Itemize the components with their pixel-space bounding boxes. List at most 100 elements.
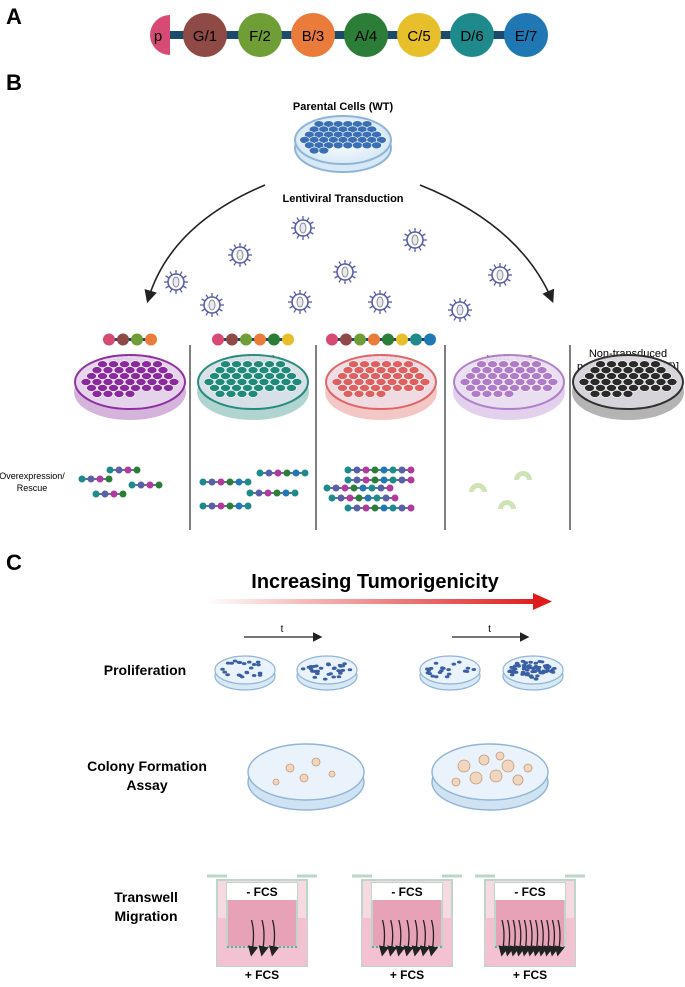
virus-particles [164,216,512,322]
migration-arrow [498,919,509,957]
time-label: t [488,624,491,635]
virus-icon [164,270,188,294]
cell-cluster [578,360,678,398]
migration-arrow [520,919,532,957]
colony [469,771,483,785]
virus-icon [488,263,512,287]
svg-text:D/6: D/6 [460,28,483,45]
tumorigenicity-gradient-arrow [205,599,540,604]
transwell-insert: - FCS+ FCS [352,874,462,982]
protein-chain [78,475,113,483]
migration-arrow [411,919,422,957]
protein-chain [106,466,141,474]
domain-E-7: E/7 [504,13,548,57]
migration-arrow [378,919,390,957]
culture-dish [214,655,276,691]
mbp-protein-icon [469,483,487,492]
svg-text:F/2: F/2 [249,28,271,45]
construct-2: PGRN [325,333,437,420]
construct-0: GRN-p-3 [74,333,186,420]
colony [489,769,503,783]
colony [451,777,461,787]
migration-arrow [387,919,398,957]
migration-arrow [548,919,560,957]
colony [272,778,280,786]
protein-chain [344,504,415,512]
migration-arrow [532,919,543,957]
migration-arrow [515,919,526,957]
construct-columns: GRN-p-3GRN-p-5PGRNMBP-3xFNon-transducedp… [74,333,684,420]
panel-b-label: B [6,70,22,95]
domain-bar: p G/1 F/2 B/3 A/4 C/5 D/6 E/7 [150,13,548,57]
svg-text:p: p [154,28,162,45]
culture-dish [296,655,358,691]
virus-icon [333,260,357,284]
expressed-protein-fragments [78,466,532,512]
plus-fcs-label: + FCS [513,968,547,982]
tumorigenicity-arrowhead [533,593,552,610]
mbp-protein-icon [498,500,516,509]
domain-F-2: F/2 [238,13,282,57]
transwell-insert: - FCS + FCS [475,874,585,982]
cell-cluster [203,360,303,398]
cell-cluster [299,120,387,155]
migration-arrow [403,919,414,957]
svg-text:B/3: B/3 [302,28,325,45]
protein-chain [92,490,127,498]
transwell-insert: - FCS + FCS [207,874,317,982]
migration-arrow [537,919,548,957]
column-dividers [189,345,571,530]
colony [285,763,295,773]
virus-icon [200,293,224,317]
culture-dish [419,655,481,691]
right-transduction-arrow [419,184,555,303]
virus-icon [368,290,392,314]
construct-4: Non-transducedparental cells [-(WT)] [572,348,684,420]
protein-chain [246,489,299,497]
minus-fcs-label: - FCS [514,885,545,899]
left-transduction-arrow [144,184,266,304]
protein-chain [323,484,394,492]
migration-arrow [258,919,269,957]
protein-chain [256,469,309,477]
migration-arrow [509,919,520,957]
tumorigenicity-title: Increasing Tumorigenicity [251,571,499,593]
panel-a-label: A [6,4,22,29]
culture-dish [502,655,564,691]
colony [495,751,505,761]
migration-arrow [554,919,565,957]
colony [501,759,515,773]
colony [299,773,309,783]
plus-fcs-label: + FCS [390,968,424,982]
overexpression-label: Overexpression/Rescue [0,471,65,493]
colony-dish [247,743,365,811]
svg-text:C/5: C/5 [407,28,430,45]
minus-fcs-label: - FCS [246,885,277,899]
domain-D-6: D/6 [450,13,494,57]
virus-icon [403,228,427,252]
domain-p: p [150,15,170,55]
plus-fcs-label: + FCS [245,968,279,982]
time-label: t [281,624,284,635]
migration-arrow [419,919,430,957]
protein-chain [199,478,252,486]
panel-c-label: C [6,550,22,575]
transwell-row: - FCS+ FCS- FCS+ FCS- FCS+ FCS [207,874,585,982]
transduction-label: Lentiviral Transduction [282,193,403,205]
cell-cluster [331,360,431,398]
domain-A-4: A/4 [344,13,388,57]
colony [328,770,336,778]
construct-3: MBP-3xF [453,354,565,420]
migration-arrow [395,919,406,957]
colony-dish [431,743,549,811]
svg-text:G/1: G/1 [193,28,217,45]
protein-chain [344,466,415,474]
colony [311,757,321,767]
migration-arrow [526,919,537,957]
virus-icon [288,290,312,314]
parental-dish [294,115,392,173]
domain-G-1: G/1 [183,13,227,57]
colony [512,774,524,786]
